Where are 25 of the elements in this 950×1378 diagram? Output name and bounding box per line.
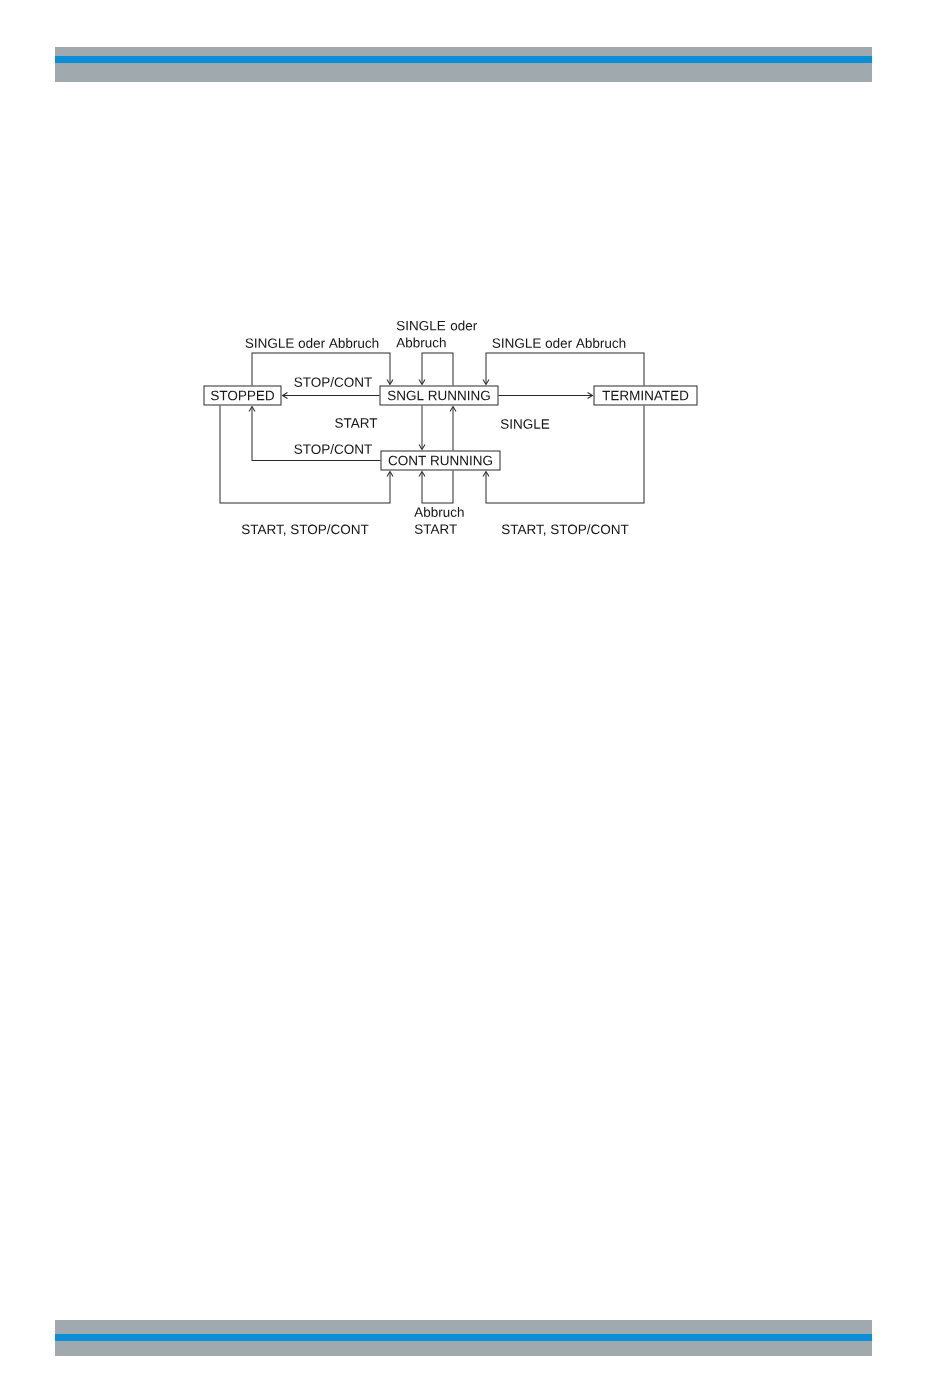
arrow bbox=[251, 352, 394, 386]
arrow bbox=[449, 406, 457, 451]
edge-label: STOP/CONT bbox=[294, 377, 372, 387]
state-box: TERMINATED bbox=[593, 385, 698, 406]
arrow bbox=[418, 405, 426, 451]
edge-label: SINGLE bbox=[500, 419, 550, 429]
arrow bbox=[482, 352, 645, 386]
arrow bbox=[219, 405, 394, 504]
edge-label: START bbox=[335, 418, 378, 428]
edge-label: Abbruch START bbox=[414, 507, 464, 534]
arrow bbox=[418, 470, 454, 504]
state-box: CONT RUNNING bbox=[380, 450, 501, 471]
edge-label: SINGLE oder Abbruch bbox=[396, 320, 477, 348]
state-box: STOPPED bbox=[203, 385, 282, 406]
arrow bbox=[282, 392, 380, 399]
edge-label: START, STOP/CONT bbox=[501, 524, 629, 536]
edge-label: SINGLE oder Abbruch bbox=[245, 338, 379, 348]
arrow bbox=[498, 392, 594, 399]
state-box: SNGL RUNNING bbox=[379, 385, 499, 406]
arrow bbox=[248, 406, 381, 461]
edge-label: START, STOP/CONT bbox=[241, 524, 369, 536]
arrow bbox=[418, 352, 454, 386]
edge-label: SINGLE oder Abbruch bbox=[492, 338, 626, 348]
edge-label: STOP/CONT bbox=[294, 444, 372, 454]
arrow bbox=[482, 405, 645, 504]
